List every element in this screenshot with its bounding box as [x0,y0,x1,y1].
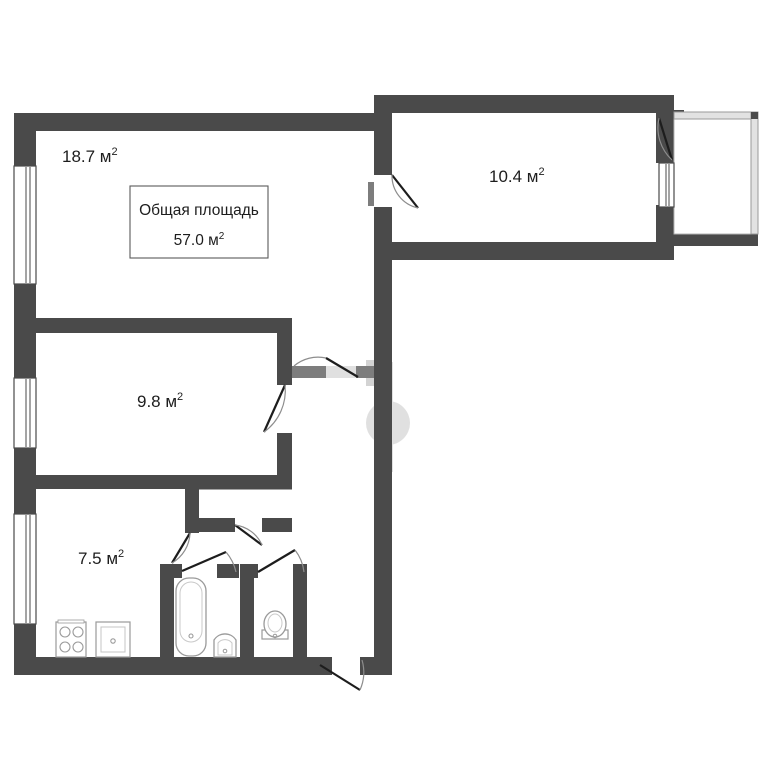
fixtures [55,577,289,658]
wall-light-accents [292,182,374,378]
wall-tr-top [374,95,674,113]
room-label-second-room: 10.4 м2 [489,166,545,186]
wall-bath-wc-divider [240,564,254,671]
windows [13,165,37,625]
wall-balcony-bottom [674,232,758,246]
room-label-bedroom: 9.8 м2 [137,391,183,411]
sink-icon [95,621,131,658]
wall-bath-top-a [160,564,182,578]
wall-hall-bottom-a [199,518,235,532]
room-labels: 18.7 м2 9.8 м2 7.5 м2 10.4 м2 [62,146,545,568]
wall-98-right-a [277,373,292,385]
wall-hall-vert [185,489,199,533]
total-area-caption: Общая площадь [139,202,259,219]
door-room98-hall [262,384,287,433]
door-room104-corridor [391,174,419,209]
total-area-value: 57.0 м2 [174,231,225,249]
total-area-box: Общая площадь 57.0 м2 [129,185,269,259]
balcony [658,111,759,235]
wall-98-right-b [277,433,292,475]
door-bathroom [181,550,237,573]
wall-window-1-bot [14,284,36,287]
total-area-box-frame [129,185,269,259]
jamb-hall-right [356,366,374,378]
window-1 [13,165,37,285]
wall-187-bottom [14,318,292,333]
wall-hall-top-thin [199,489,292,490]
window-3 [13,513,37,625]
window-2 [13,377,37,449]
door-kitchen-hall [171,532,191,564]
wall-bottom-right [360,657,392,675]
door-hall-inner [234,524,263,546]
door-entrance [319,659,365,691]
walls [14,95,758,675]
wall-bottom-left [14,657,320,675]
door-hall-corridor [293,356,359,378]
wall-top-left-block [14,113,374,131]
washbasin-icon [213,633,237,658]
wall-wc-right [293,564,307,671]
wall-kitchen-right [160,564,174,671]
room-label-kitchen: 7.5 м2 [78,548,124,568]
jamb-tr-door [368,182,374,206]
door-balcony [657,117,674,161]
door-wc [257,549,305,573]
wall-tr-right-a [656,95,674,163]
doors [171,117,674,691]
wall-corridor-left-c [374,370,392,382]
wall-tr-bottom [392,242,674,260]
wall-98-bottom [14,475,292,489]
wall-corridor-left-a [374,95,392,175]
wall-187-bottom-step [277,318,292,373]
jamb-hall-left [292,366,326,378]
stove-icon [55,619,87,658]
wall-corridor-left-b [374,207,392,370]
wall-corridor-right-main [374,382,392,672]
room-label-living-room: 18.7 м2 [62,146,118,166]
bathtub-icon [175,577,207,657]
wall-hall-bottom-b [262,518,292,532]
wall-bath-top-b [217,564,239,578]
toilet-icon [261,610,289,640]
